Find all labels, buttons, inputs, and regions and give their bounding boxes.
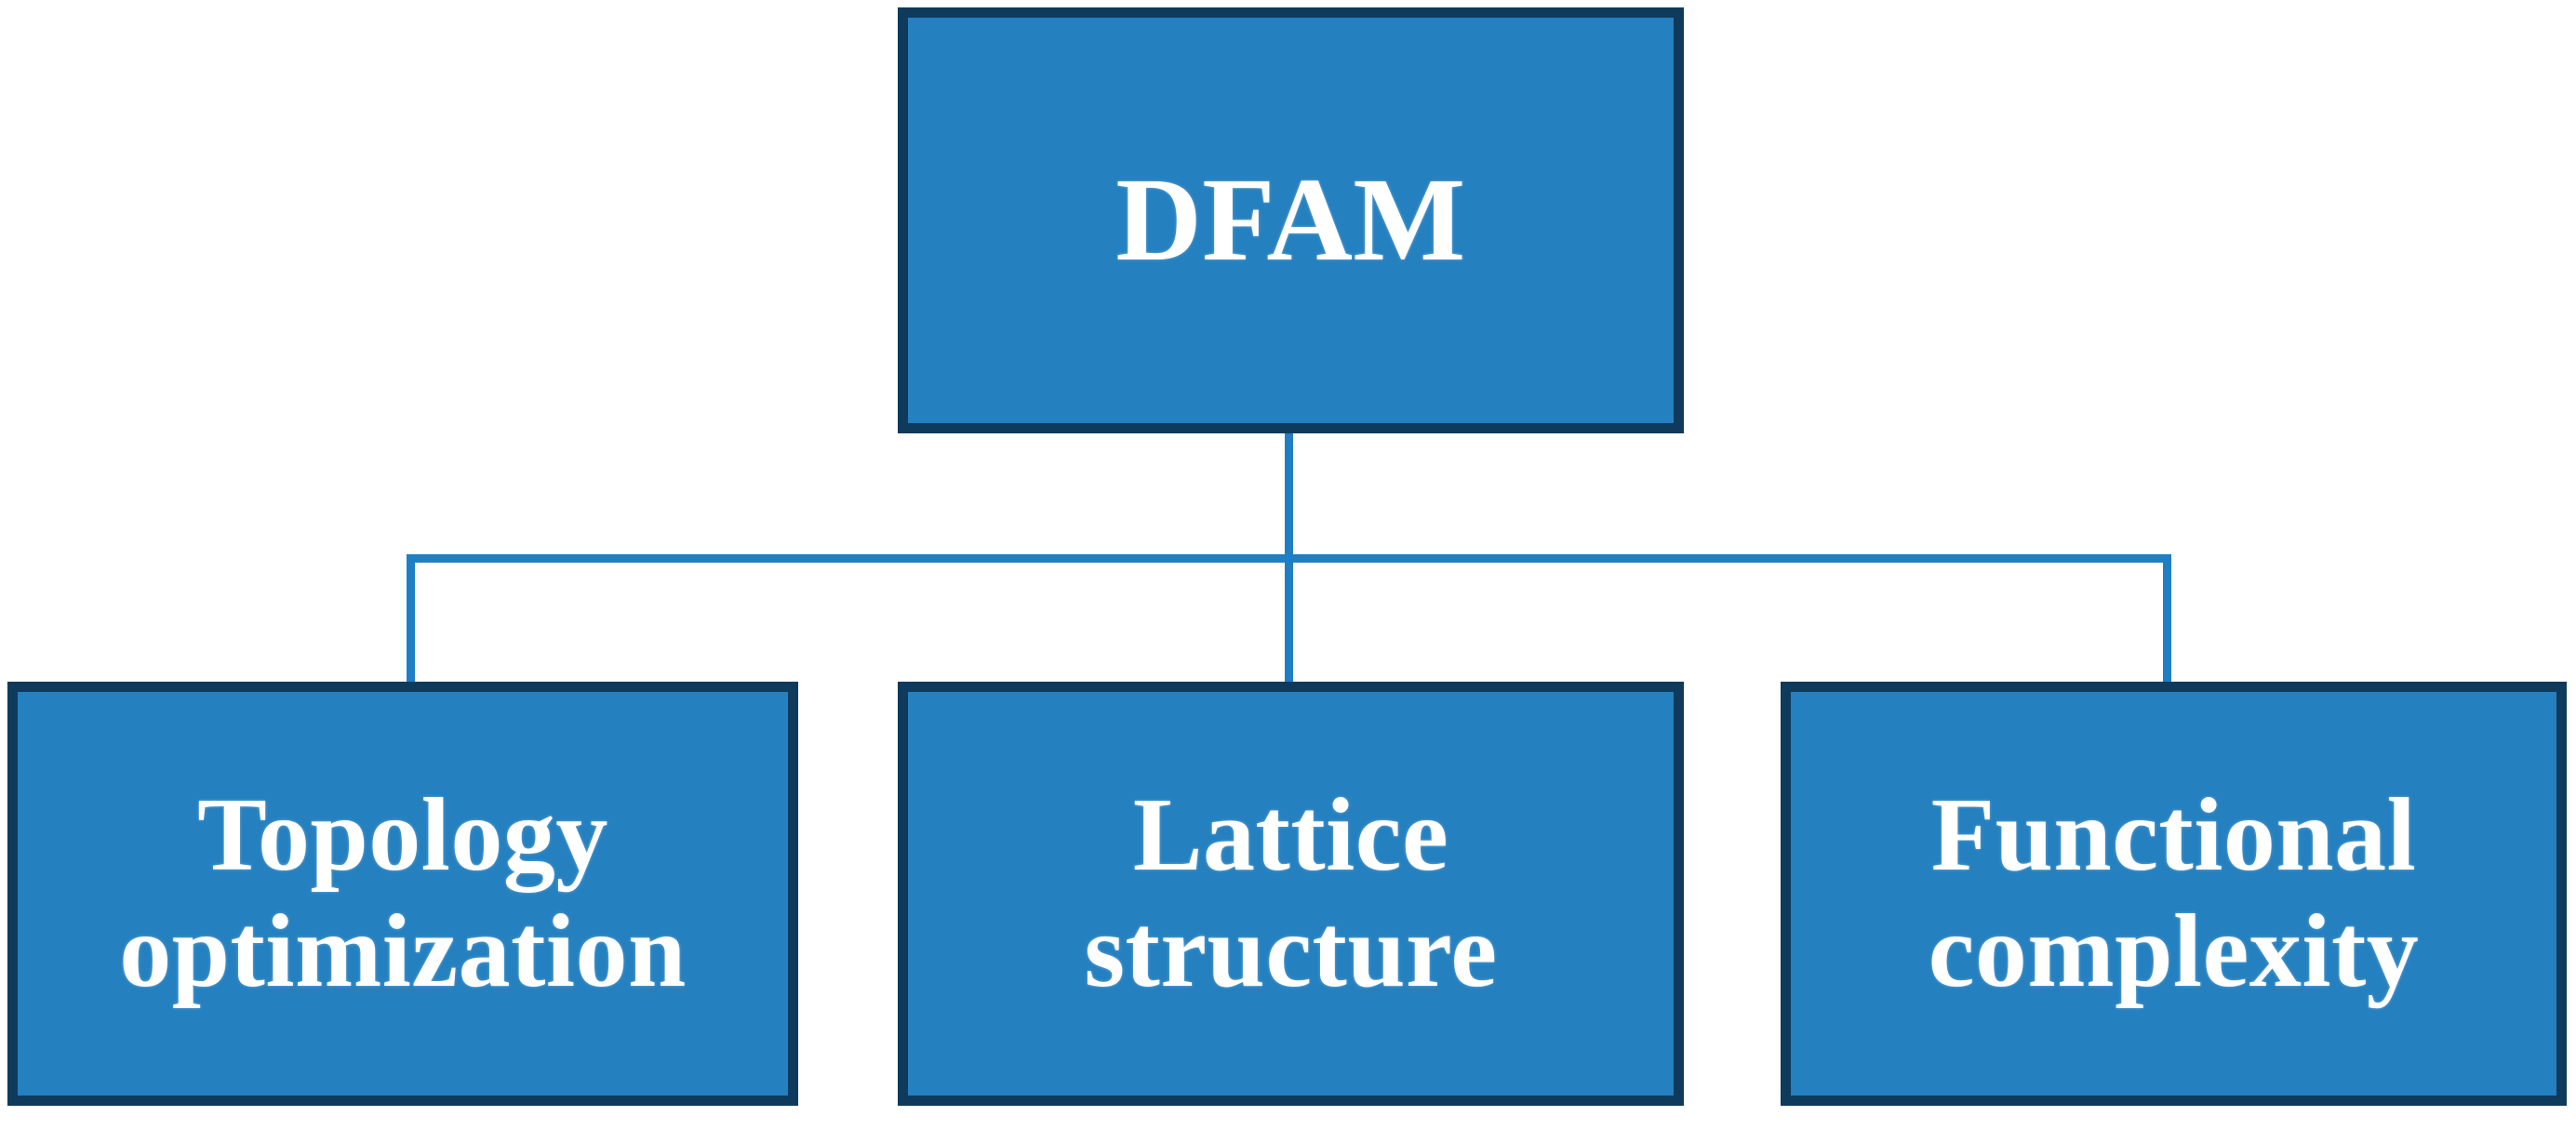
connector-drop-center [1285,554,1293,685]
connector-root-stem [1285,428,1293,563]
node-dfam-label: DFAM [1115,153,1466,286]
connector-horizontal-bus [407,554,2171,563]
node-lattice-structure-label: Lattice structure [1084,777,1498,1009]
node-lattice-structure[interactable]: Lattice structure [898,682,1684,1106]
node-functional-complexity-label: Functional complexity [1928,777,2420,1009]
node-topology-optimization-label: Topology optimization [119,777,687,1009]
node-topology-optimization[interactable]: Topology optimization [7,682,798,1106]
node-dfam[interactable]: DFAM [898,7,1684,433]
connector-drop-left [407,554,415,685]
connector-drop-right [2163,554,2171,685]
node-functional-complexity[interactable]: Functional complexity [1781,682,2567,1106]
